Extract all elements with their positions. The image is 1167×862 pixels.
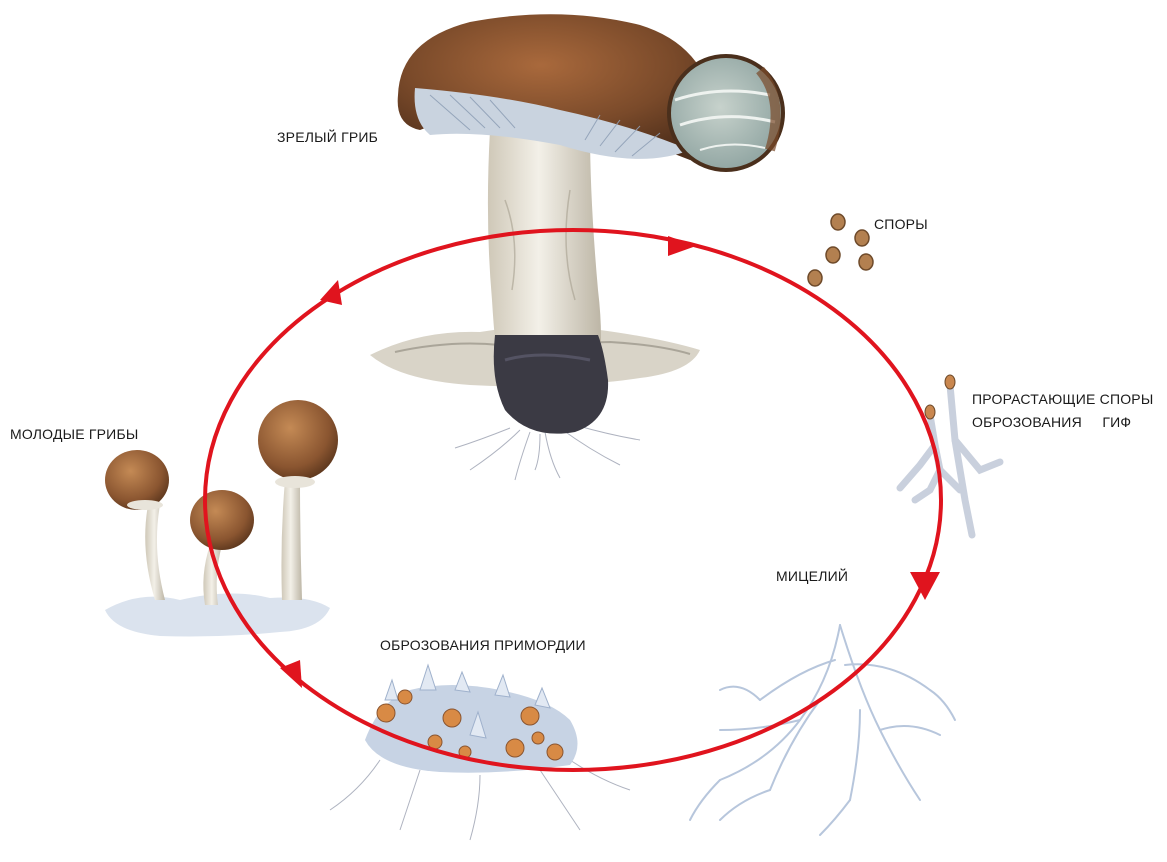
label-spores: СПОРЫ — [874, 215, 928, 233]
arrowhead-top-right — [668, 236, 696, 256]
mycelium-network — [690, 625, 955, 835]
young-mushrooms — [105, 400, 338, 637]
arrowhead-right — [910, 572, 940, 600]
label-germinating-spores: ПРОРАСТАЮЩИЕ СПОРЫ — [972, 390, 1153, 408]
label-mature-mushroom: ЗРЕЛЫЙ ГРИБ — [277, 128, 378, 146]
label-young-mushrooms: МОЛОДЫЕ ГРИБЫ — [10, 425, 138, 443]
gill-magnifier-lens — [669, 56, 783, 170]
label-hyphae-formation: ОБРОЗОВАНИЯ ГИФ — [972, 413, 1131, 431]
primordia-cluster — [330, 665, 630, 840]
label-primordia-formation: ОБРОЗОВАНИЯ ПРИМОРДИИ — [380, 636, 586, 654]
label-mycelium: МИЦЕЛИЙ — [776, 567, 848, 585]
mature-mushroom-illustration — [370, 14, 716, 480]
spore-cluster — [808, 214, 873, 286]
